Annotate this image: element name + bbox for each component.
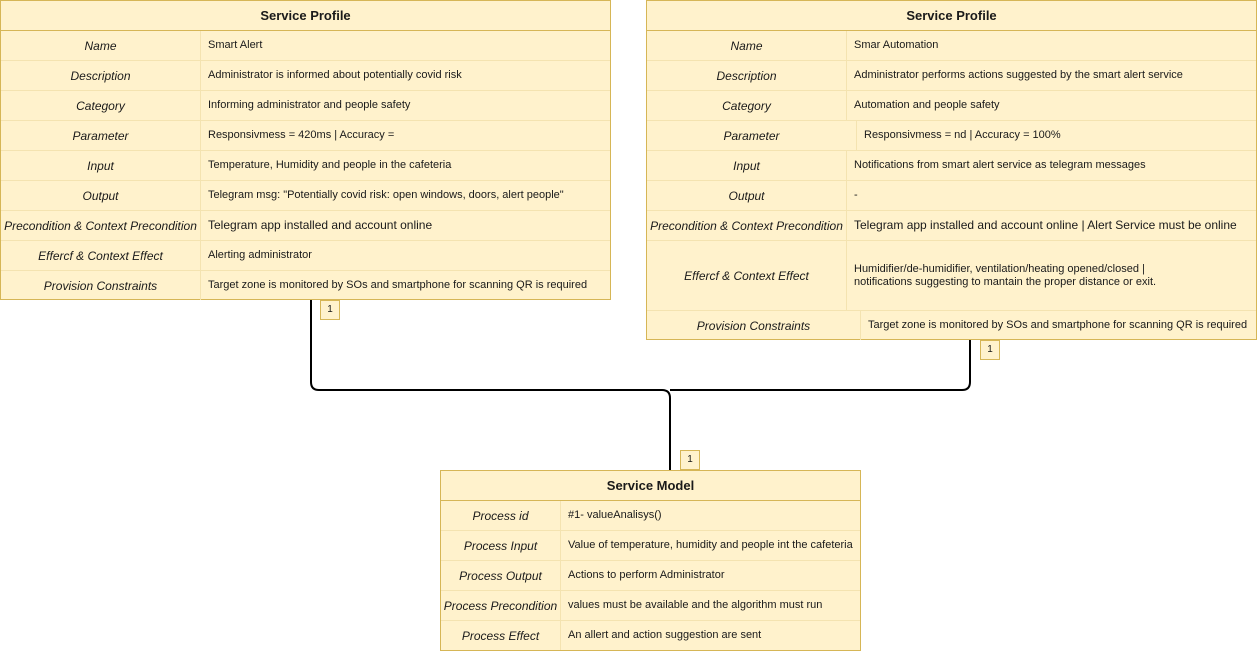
row-key: Name — [1, 31, 201, 60]
row-value-line-1: Humidifier/de-humidifier, ventilation/he… — [854, 262, 1145, 275]
row-value: #1- valueAnalisys() — [568, 509, 662, 521]
row-key: Effercf & Context Effect — [1, 241, 201, 270]
table-row: Description Administrator is informed ab… — [1, 61, 610, 91]
row-key: Process Precondition — [441, 591, 561, 620]
row-value: Administrator performs actions suggested… — [854, 69, 1183, 81]
row-key: Name — [647, 31, 847, 60]
service-profile-smart-alert: Service Profile Name Smart Alert Descrip… — [0, 0, 611, 300]
table-row: Output - — [647, 181, 1256, 211]
row-value: Smar Automation — [854, 39, 939, 51]
table-row: Output Telegram msg: "Potentially covid … — [1, 181, 610, 211]
row-value: Responsivmess = nd | Accuracy = 100% — [864, 129, 1061, 141]
table-row: Provision Constraints Target zone is mon… — [1, 271, 610, 300]
connector-left-profile — [310, 300, 671, 470]
row-value: Administrator is informed about potentia… — [208, 69, 462, 81]
box-title: Service Profile — [647, 1, 1256, 31]
row-value-multiline: Humidifier/de-humidifier, ventilation/he… — [847, 241, 1256, 310]
row-key: Description — [1, 61, 201, 90]
row-value: Telegram msg: "Potentially covid risk: o… — [208, 189, 564, 201]
row-key: Precondition & Context Precondition — [647, 211, 847, 240]
row-key: Parameter — [647, 121, 857, 150]
table-row: Process id #1- valueAnalisys() — [441, 501, 860, 531]
multiplicity-label: 1 — [980, 340, 1000, 360]
table-row: Input Temperature, Humidity and people i… — [1, 151, 610, 181]
table-row: Process Output Actions to perform Admini… — [441, 561, 860, 591]
table-row: Parameter Responsivmess = 420ms | Accura… — [1, 121, 610, 151]
row-key: Input — [1, 151, 201, 180]
row-value: Smart Alert — [208, 39, 263, 51]
box-title: Service Model — [441, 471, 860, 501]
table-row: Precondition & Context Precondition Tele… — [647, 211, 1256, 241]
table-row: Parameter Responsivmess = nd | Accuracy … — [647, 121, 1256, 151]
row-key: Effercf & Context Effect — [647, 241, 847, 310]
row-key: Input — [647, 151, 847, 180]
table-row: Process Precondition values must be avai… — [441, 591, 860, 621]
row-value: Responsivmess = 420ms | Accuracy = — [208, 129, 395, 141]
multiplicity-label: 1 — [680, 450, 700, 470]
row-value: values must be available and the algorit… — [568, 599, 823, 611]
table-row: Effercf & Context Effect Alerting admini… — [1, 241, 610, 271]
table-row: Provision Constraints Target zone is mon… — [647, 311, 1256, 340]
row-key: Process Input — [441, 531, 561, 560]
row-value: Target zone is monitored by SOs and smar… — [868, 319, 1248, 331]
table-row: Category Informing administrator and peo… — [1, 91, 610, 121]
table-row: Process Input Value of temperature, humi… — [441, 531, 860, 561]
row-key: Process id — [441, 501, 561, 530]
row-value: An allert and action suggestion are sent — [568, 629, 762, 641]
row-key: Category — [1, 91, 201, 120]
row-key: Description — [647, 61, 847, 90]
row-value: Telegram app installed and account onlin… — [854, 218, 1237, 232]
row-key: Parameter — [1, 121, 201, 150]
row-value-line-2: notifications suggesting to mantain the … — [854, 275, 1157, 288]
row-key: Provision Constraints — [647, 311, 861, 340]
table-row: Precondition & Context Precondition Tele… — [1, 211, 610, 241]
table-row: Effercf & Context Effect Humidifier/de-h… — [647, 241, 1256, 311]
multiplicity-label: 1 — [320, 300, 340, 320]
table-row: Category Automation and people safety — [647, 91, 1256, 121]
box-title: Service Profile — [1, 1, 610, 31]
row-value: Alerting administrator — [208, 249, 312, 261]
connector-right-profile — [670, 340, 971, 391]
row-key: Process Effect — [441, 621, 561, 650]
table-row: Input Notifications from smart alert ser… — [647, 151, 1256, 181]
row-value: - — [854, 189, 858, 201]
table-row: Description Administrator performs actio… — [647, 61, 1256, 91]
row-value: Target zone is monitored by SOs and smar… — [208, 279, 588, 291]
row-key: Output — [647, 181, 847, 210]
table-row: Name Smart Alert — [1, 31, 610, 61]
row-value: Actions to perform Administrator — [568, 569, 725, 581]
row-key: Precondition & Context Precondition — [1, 211, 201, 240]
row-key: Process Output — [441, 561, 561, 590]
row-value: Informing administrator and people safet… — [208, 99, 411, 111]
service-model: Service Model Process id #1- valueAnalis… — [440, 470, 861, 651]
row-value: Telegram app installed and account onlin… — [208, 218, 433, 232]
table-row: Name Smar Automation — [647, 31, 1256, 61]
row-value: Automation and people safety — [854, 99, 1000, 111]
row-value: Value of temperature, humidity and peopl… — [568, 539, 853, 551]
row-key: Provision Constraints — [1, 271, 201, 300]
row-key: Category — [647, 91, 847, 120]
service-profile-smart-automation: Service Profile Name Smar Automation Des… — [646, 0, 1257, 340]
row-value: Temperature, Humidity and people in the … — [208, 159, 452, 171]
row-key: Output — [1, 181, 201, 210]
table-row: Process Effect An allert and action sugg… — [441, 621, 860, 650]
row-value: Notifications from smart alert service a… — [854, 159, 1146, 171]
